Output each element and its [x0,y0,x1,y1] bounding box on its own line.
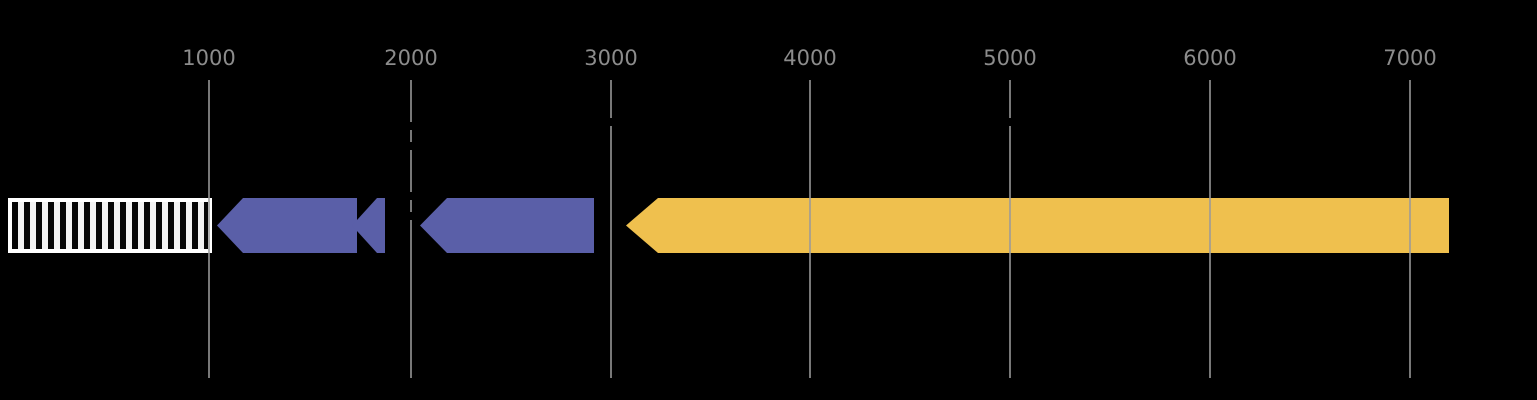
feature-yellow-arrow-1[interactable] [626,198,1449,253]
feature-blue-arrow-1[interactable] [217,198,357,253]
tick-label-2000: 2000 [384,46,438,70]
gridline-5000 [1009,80,1011,378]
feature-blue-arrow-3[interactable] [420,198,594,253]
feature-hatched-region[interactable] [8,198,212,253]
tick-label-1000: 1000 [182,46,236,70]
tick-label-5000: 5000 [983,46,1037,70]
tick-label-6000: 6000 [1183,46,1237,70]
gridline-6000 [1209,80,1211,378]
gridline-4000 [809,80,811,378]
tick-label-3000: 3000 [584,46,638,70]
tick-label-7000: 7000 [1383,46,1437,70]
gridline-1000 [208,80,210,378]
gridline-3000 [610,80,612,378]
tick-label-4000: 4000 [783,46,837,70]
gridline-7000 [1409,80,1411,378]
gridline-2000 [410,80,412,378]
